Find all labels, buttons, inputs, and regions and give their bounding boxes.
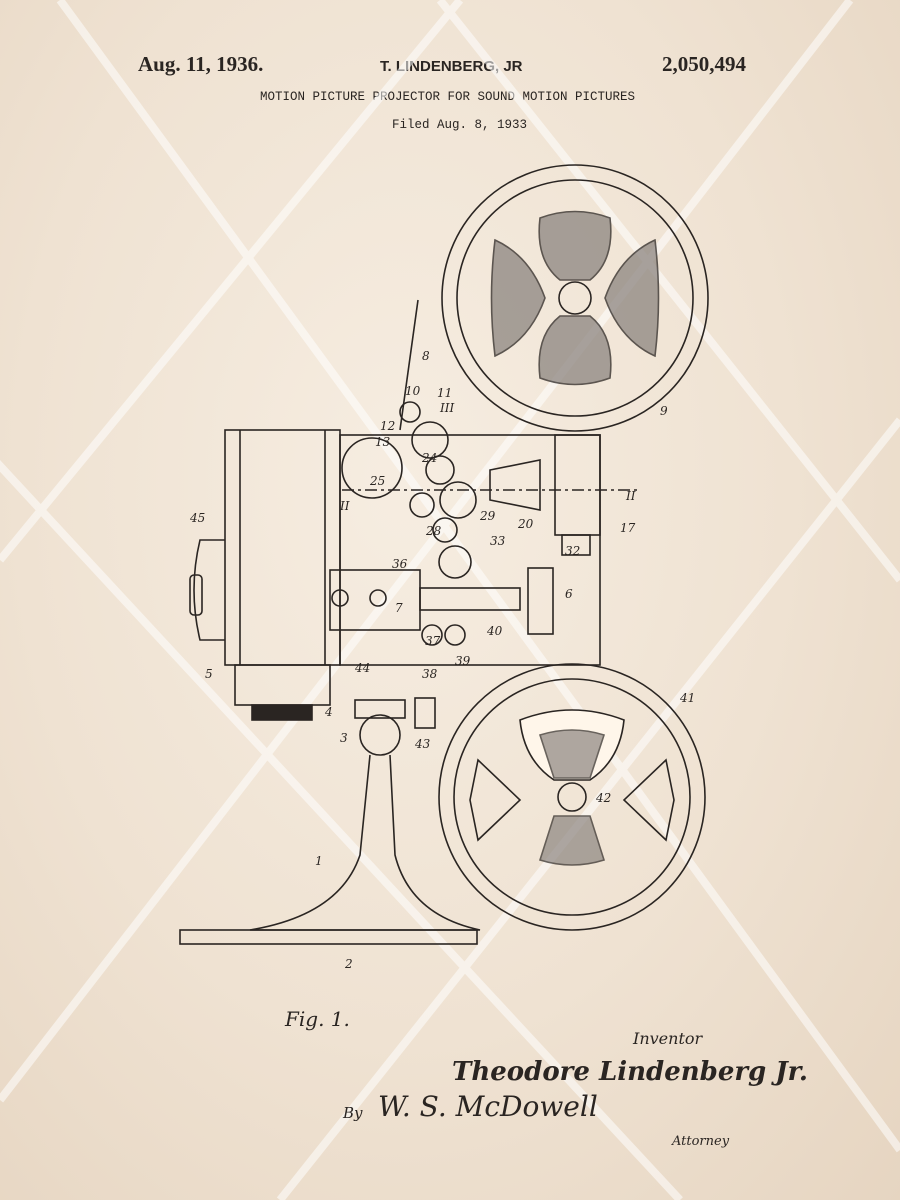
figure-label: Fig. 1. bbox=[285, 1007, 350, 1031]
reference-numeral: 33 bbox=[490, 534, 506, 548]
reference-numeral: 29 bbox=[479, 509, 496, 523]
reference-numeral: 24 bbox=[421, 451, 437, 465]
patent-number: 2,050,494 bbox=[662, 52, 746, 76]
reference-numeral: 3 bbox=[340, 731, 348, 745]
reference-numeral: 37 bbox=[425, 634, 441, 648]
reference-numeral: 20 bbox=[517, 517, 534, 531]
patent-date: Aug. 11, 1936. bbox=[138, 52, 264, 76]
inventor-name: Theodore Lindenberg Jr. bbox=[452, 1057, 808, 1087]
reference-numeral: 43 bbox=[414, 737, 431, 751]
reference-numeral: 32 bbox=[565, 544, 580, 558]
patent-title: MOTION PICTURE PROJECTOR FOR SOUND MOTIO… bbox=[260, 90, 636, 104]
reference-numeral: 44 bbox=[354, 661, 370, 675]
reference-numeral: 17 bbox=[620, 521, 636, 535]
reference-numeral: 12 bbox=[380, 419, 395, 433]
reference-numeral: 25 bbox=[369, 474, 385, 488]
filed-date: Filed Aug. 8, 1933 bbox=[392, 118, 528, 132]
reference-numeral: 36 bbox=[392, 557, 408, 571]
reference-numeral: 45 bbox=[189, 511, 205, 525]
lower-reel bbox=[438, 663, 706, 931]
reference-numeral: 7 bbox=[395, 601, 403, 615]
reference-numeral: 40 bbox=[486, 624, 503, 638]
reference-numeral: III bbox=[439, 401, 454, 415]
reference-numeral: 4 bbox=[324, 705, 333, 719]
reference-numeral: II bbox=[339, 499, 350, 513]
reference-numeral: 42 bbox=[595, 791, 611, 805]
reference-numeral: 5 bbox=[205, 667, 213, 681]
attorney-label: Attorney bbox=[672, 1134, 730, 1149]
inventor-label: Inventor bbox=[633, 1029, 703, 1048]
attorney-signature: W. S. McDowell bbox=[378, 1090, 598, 1123]
by-label: By bbox=[343, 1104, 363, 1122]
reference-numeral: 9 bbox=[660, 404, 668, 418]
reference-numeral: 8 bbox=[422, 349, 430, 363]
reference-numeral: 28 bbox=[425, 524, 442, 538]
reference-numeral: 41 bbox=[679, 691, 695, 705]
reference-numeral: 38 bbox=[422, 667, 438, 681]
reference-numeral: 6 bbox=[565, 587, 573, 601]
reference-numeral: 10 bbox=[405, 384, 421, 398]
pedestal bbox=[179, 697, 481, 945]
mechanism bbox=[329, 299, 640, 666]
reference-numeral: 11 bbox=[437, 386, 452, 400]
reference-numeral: 13 bbox=[375, 435, 391, 449]
reference-numeral: 2 bbox=[344, 957, 353, 971]
reference-numeral: II bbox=[625, 489, 636, 503]
reference-numeral: 1 bbox=[315, 854, 323, 868]
reference-numeral: 39 bbox=[455, 654, 471, 668]
upper-reel bbox=[441, 164, 709, 432]
